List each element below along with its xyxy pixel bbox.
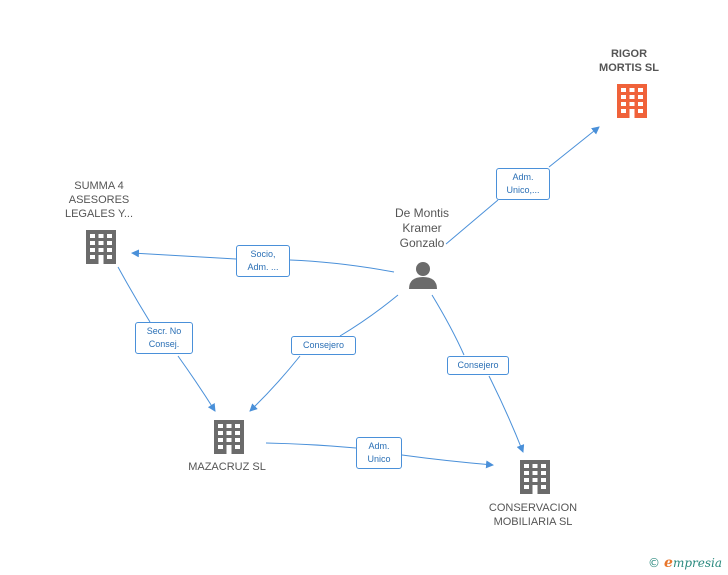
edge-person-rigor: [445, 127, 599, 245]
building-icon[interactable]: [520, 460, 550, 494]
edge-summa-mazacruz: [117, 266, 215, 411]
empresia-watermark: ©empresia: [648, 555, 722, 571]
edge-person-mazacruz: [250, 294, 399, 411]
building-icon[interactable]: [86, 230, 116, 264]
node-label-mazacruz[interactable]: MAZACRUZ SL: [188, 461, 266, 473]
edge-label-person-conservacion[interactable]: Consejero: [447, 356, 509, 375]
building-icon[interactable]: [214, 420, 244, 454]
brand-e: e: [664, 555, 673, 571]
brand-rest: mpresia: [672, 556, 722, 570]
building-icon[interactable]: [617, 84, 647, 118]
edge-label-person-mazacruz[interactable]: Consejero: [291, 336, 356, 355]
edge-mazacruz-conservacion: [265, 442, 493, 465]
edge-label-mazacruz-conservacion[interactable]: Adm.Unico: [356, 437, 402, 469]
edge-person-conservacion: [431, 294, 523, 452]
edge-person-summa: [132, 253, 395, 273]
person-icon[interactable]: [409, 262, 437, 289]
edge-label-person-summa[interactable]: Socio,Adm. ...: [236, 245, 290, 277]
copyright-icon: ©: [648, 556, 661, 570]
edge-label-person-rigor[interactable]: Adm.Unico,...: [496, 168, 550, 200]
